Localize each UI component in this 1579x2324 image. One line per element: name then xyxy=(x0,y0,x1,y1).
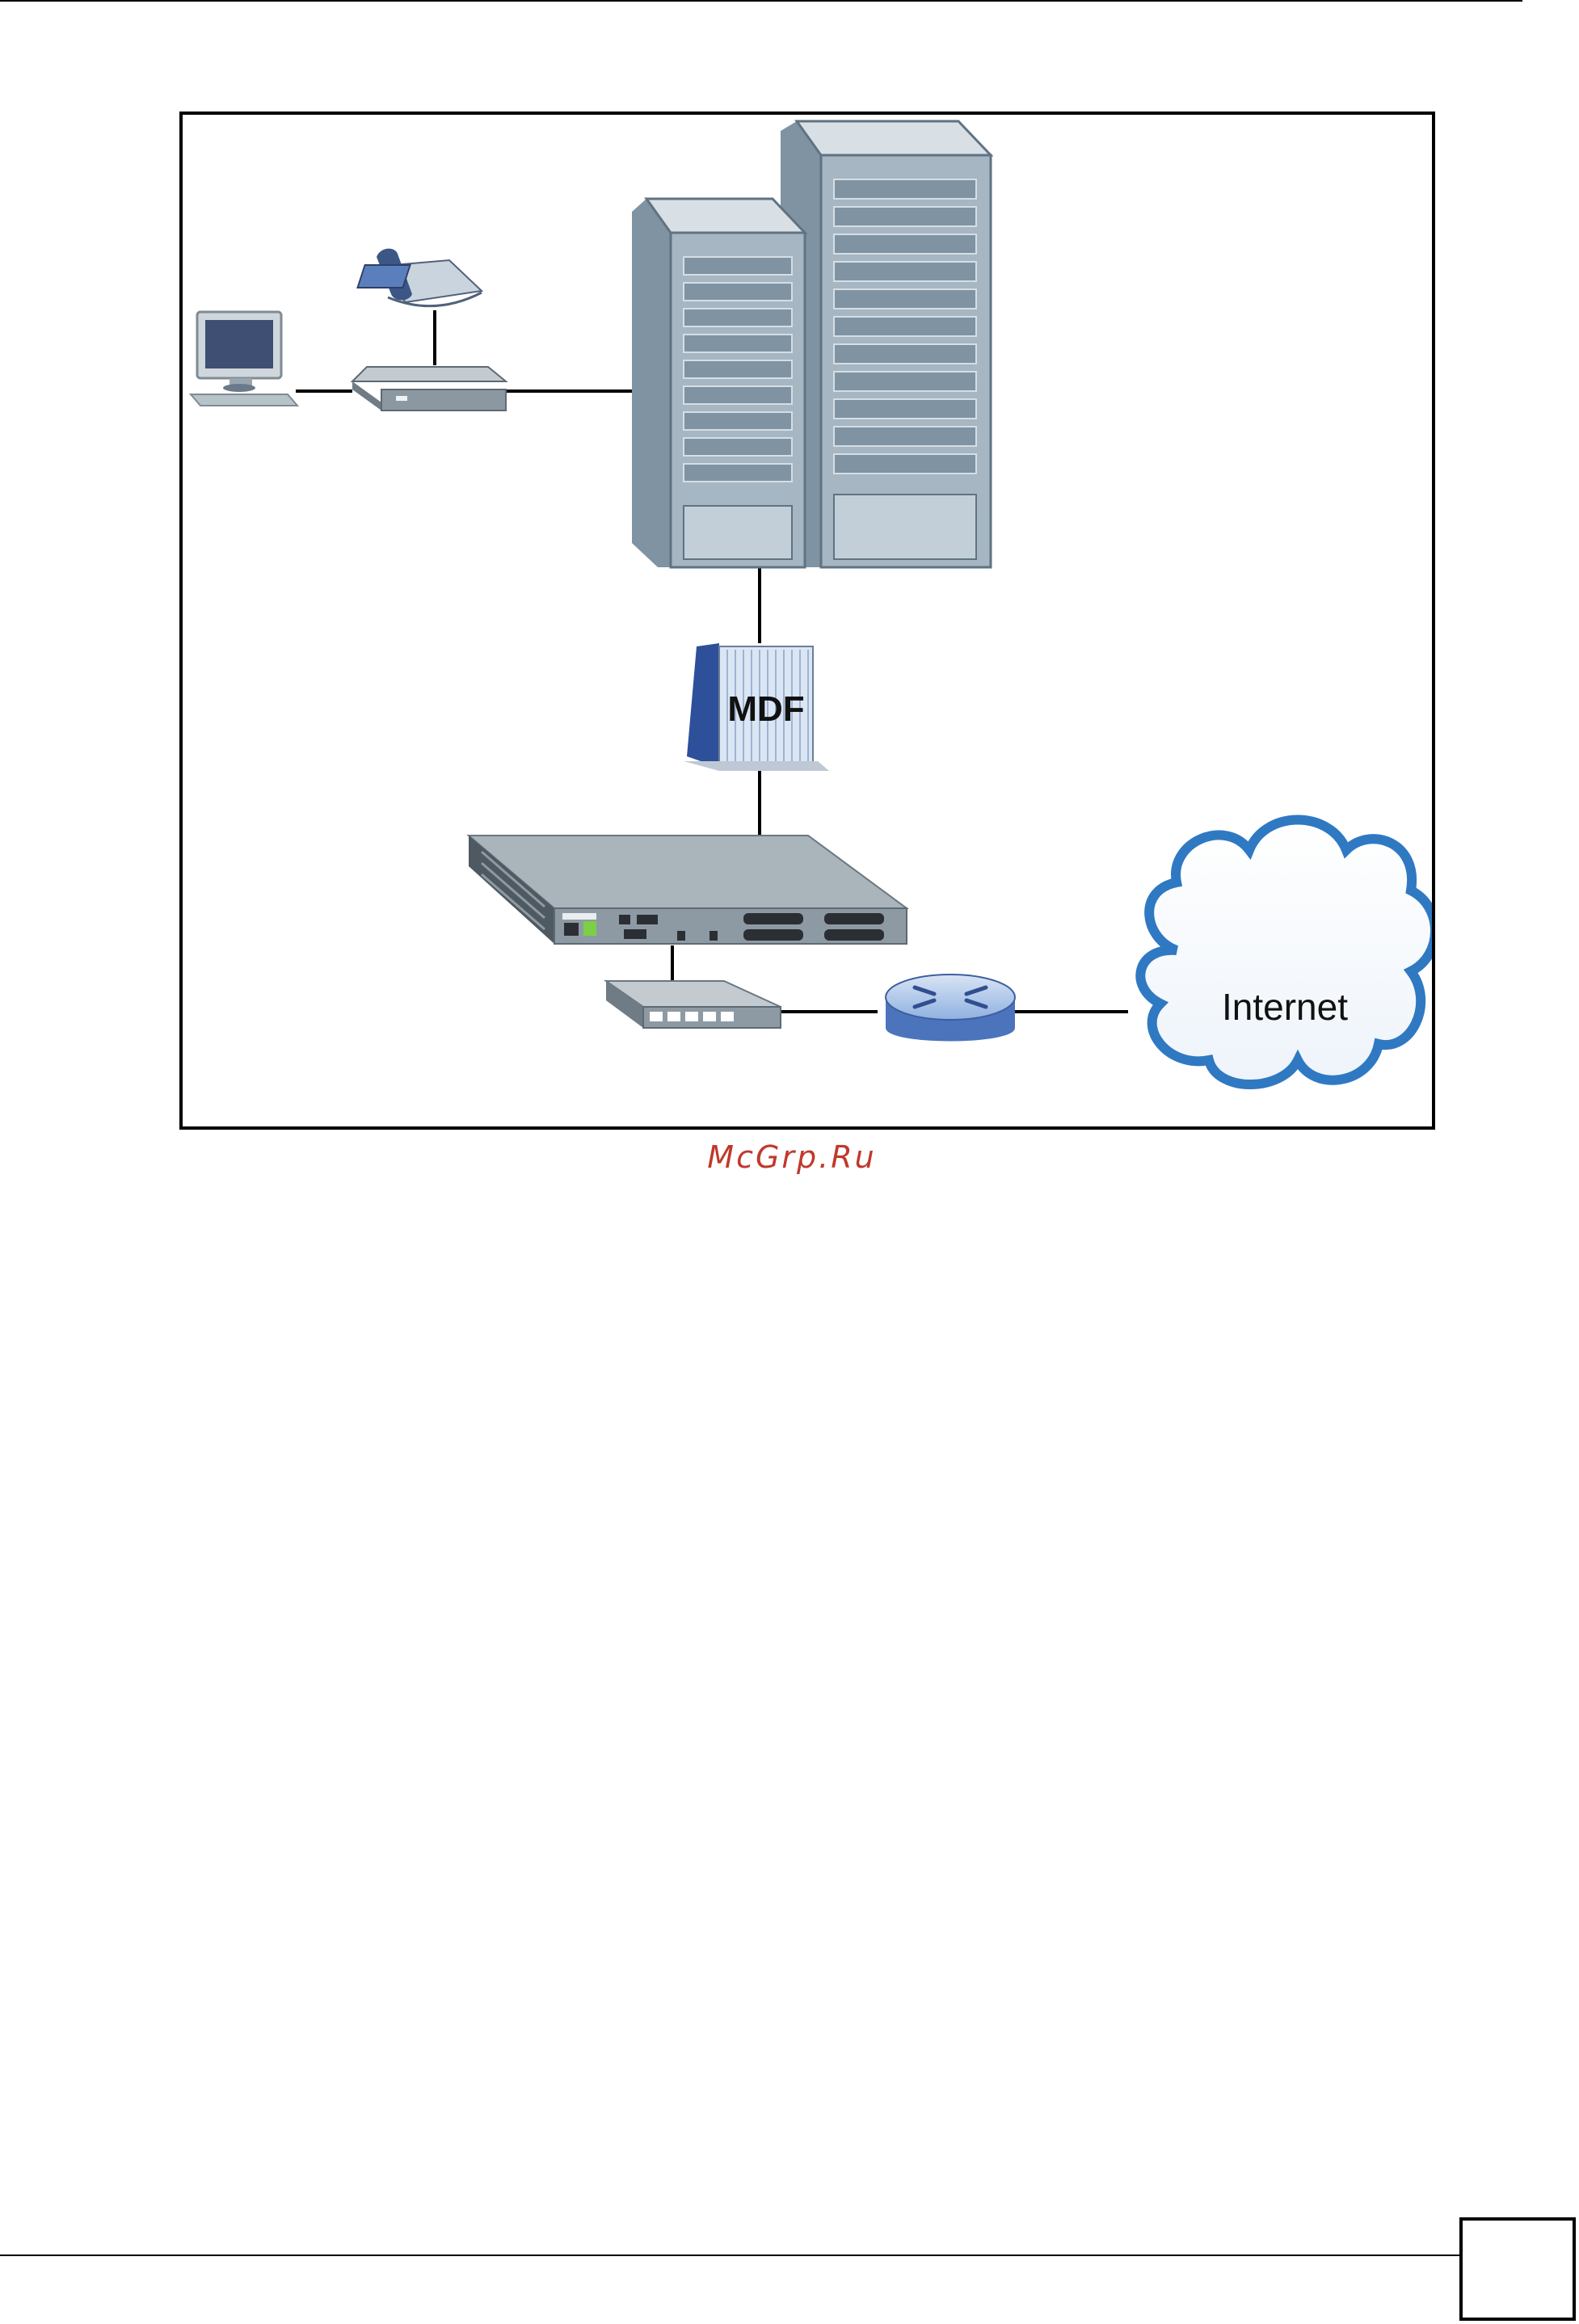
watermark-text: McGrp.Ru xyxy=(0,1139,1579,1175)
computer-icon xyxy=(191,312,297,406)
network-diagram: MDF xyxy=(183,115,1432,1126)
mdf-frame-icon: MDF xyxy=(684,643,829,771)
page-number-box xyxy=(1459,2217,1576,2321)
dslam-chassis-icon xyxy=(469,836,907,944)
internet-cloud-icon: Internet xyxy=(1140,820,1432,1085)
mdf-label: MDF xyxy=(727,689,804,729)
network-diagram-figure: MDF xyxy=(179,112,1435,1130)
modem-icon xyxy=(352,367,506,410)
footer-rule xyxy=(0,2255,1463,2256)
internet-label: Internet xyxy=(1222,986,1348,1028)
server-rack-icon xyxy=(632,121,991,567)
ethernet-switch-icon xyxy=(606,981,781,1028)
header-rule xyxy=(0,0,1522,2)
router-icon xyxy=(886,975,1015,1042)
phone-icon xyxy=(357,249,482,306)
